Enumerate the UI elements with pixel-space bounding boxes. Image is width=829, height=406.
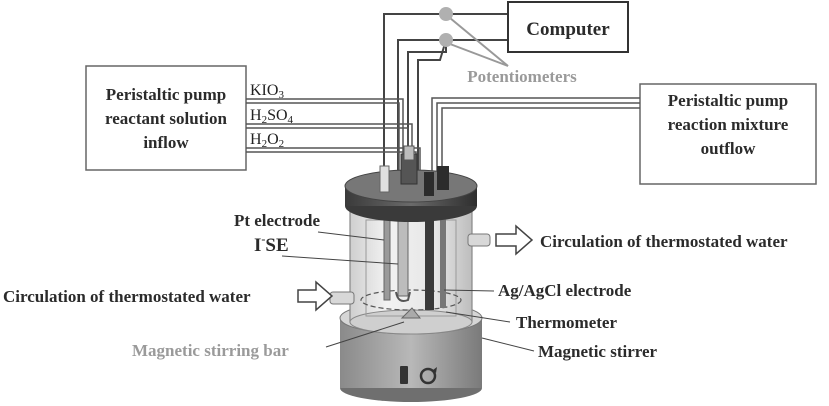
ise-label: I-SE: [254, 232, 289, 256]
pump-inflow-line-2: reactant solution: [105, 109, 228, 128]
kio3-label: KIO3: [250, 82, 284, 101]
h2o2-label: H2O2: [250, 131, 284, 150]
leader-lines: [281, 231, 535, 352]
potentiometer-pointers: [449, 17, 509, 67]
potentiometer-dot-top: [439, 7, 453, 21]
outflow-tubes: [431, 97, 640, 172]
pump-inflow-box: [85, 65, 247, 171]
computer-box: [507, 1, 629, 53]
glass-vessel: [329, 207, 491, 335]
pump-outflow-box: [639, 83, 817, 185]
potentiometer-dot-bottom: [439, 33, 453, 47]
pt-electrode-label: Pt electrode: [234, 211, 321, 230]
circulation-out-arrow: [495, 224, 534, 256]
circulation-in-arrow: [297, 280, 334, 312]
magnetic-stirrer-label: Magnetic stirrer: [538, 342, 658, 361]
potentiometers-label: Potentiometers: [467, 67, 577, 86]
thermometer-label: Thermometer: [516, 313, 617, 332]
reactor-lid: [344, 145, 478, 222]
agagcl-electrode-label: Ag/AgCl electrode: [498, 281, 632, 300]
circulation-in-label: Circulation of thermostated water: [3, 287, 251, 306]
pump-outflow-line-2: reaction mixture: [668, 115, 789, 134]
pump-inflow-line-3: inflow: [143, 133, 189, 152]
pump-inflow-line-1: Peristaltic pump: [106, 85, 226, 104]
computer-label: Computer: [526, 19, 610, 40]
pump-outflow-line-1: Peristaltic pump: [668, 91, 788, 110]
magnetic-stirring-bar-label: Magnetic stirring bar: [132, 341, 289, 360]
h2so4-label: H2SO4: [250, 107, 294, 126]
circulation-out-label: Circulation of thermostated water: [540, 232, 788, 251]
pump-outflow-line-3: outflow: [701, 139, 757, 158]
